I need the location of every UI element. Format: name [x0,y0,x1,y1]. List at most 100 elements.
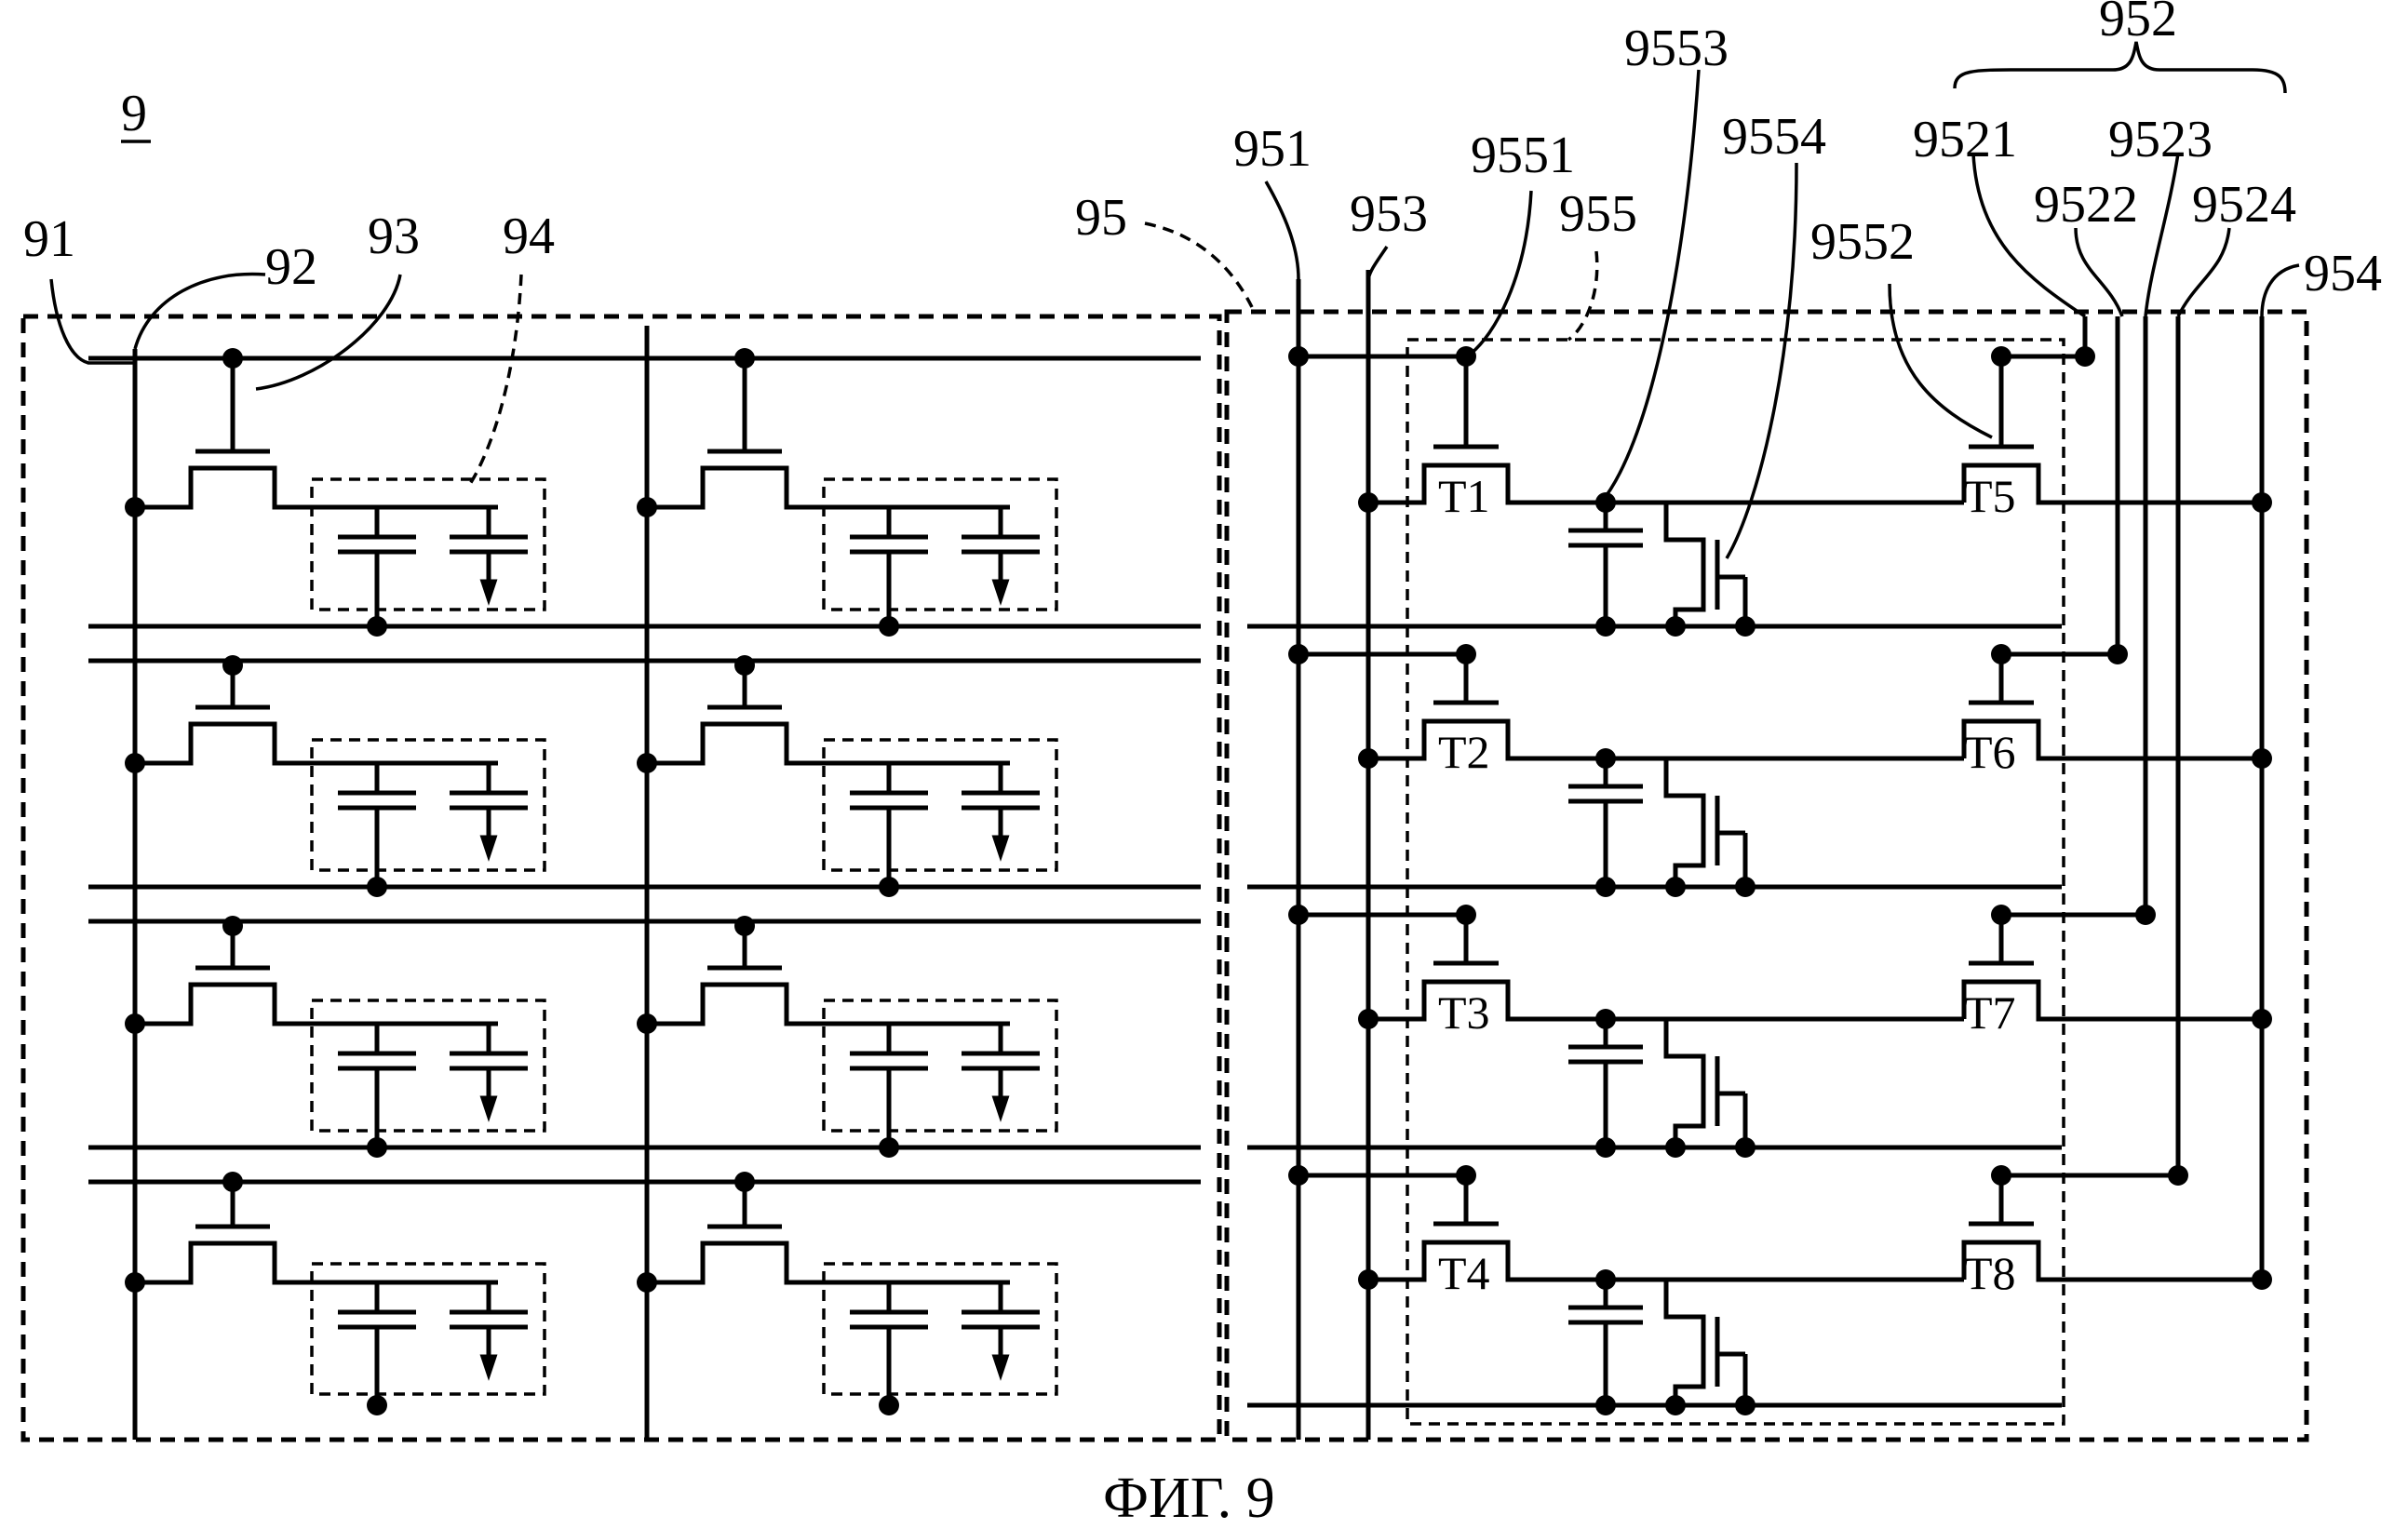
gate-dot [734,655,755,676]
pixel-box [310,1262,546,1396]
storage-dot [879,1395,899,1415]
pixel-array-panel [20,314,1222,1442]
driver-boundary [1224,309,2309,1442]
pixel-cell-r3-c2 [637,916,1058,1158]
pulldown-tft [1606,1016,1706,1147]
label-953: 953 [1350,185,1428,243]
gate-dot [222,1172,243,1192]
label-transistor-left: T4 [1438,1247,1490,1299]
label-954: 954 [2304,245,2382,302]
label-9521: 9521 [1913,111,2017,168]
pixel-cell-r4-c2 [637,1172,1058,1415]
label-transistor-right: T5 [1964,470,2016,522]
label-95: 95 [1075,189,1127,247]
pixel-cell-r2-c1 [125,655,546,897]
label-9523: 9523 [2108,111,2213,168]
source-dot [637,753,657,773]
output-dot [2252,748,2272,769]
pixel-box [822,999,1058,1133]
gate-dot [222,348,243,369]
storage-dot [367,877,387,897]
label-figure-number: 9 [121,85,147,142]
driver-stage-3: T3 T7 [1247,316,2272,1158]
label-9553: 9553 [1624,20,1729,77]
gate-dot [222,916,243,936]
ground-arrow [991,835,1010,862]
left-tft [1368,718,1964,761]
tft-channel [647,721,1010,766]
label-9554: 9554 [1722,108,1826,166]
figure-caption: ФИГ. 9 [1103,1467,1275,1529]
pixel-box [310,738,546,872]
storage-dot [879,1137,899,1158]
junction-dot [1358,492,1379,513]
junction-dot [1358,1269,1379,1290]
tft-channel [135,982,498,1026]
junction-dot [1288,346,1309,367]
pixel-cell-r4-c1 [125,1172,546,1415]
junction-dot [1358,748,1379,769]
ground-arrow [479,1095,498,1122]
tft-channel [135,465,498,510]
ground-arrow [479,1354,498,1381]
junction-dot [1288,905,1309,925]
label-transistor-right: T6 [1964,726,2016,778]
right-tft [1961,718,2262,761]
right-tft [1961,1240,2262,1282]
pulldown-tft [1606,756,1706,887]
ground-arrow [991,1095,1010,1122]
source-dot [637,497,657,517]
label-9551: 9551 [1471,127,1575,184]
label-91: 91 [23,210,75,268]
output-dot [2252,492,2272,513]
pixel-cell-r3-c1 [125,916,546,1158]
ground-arrow [991,579,1010,606]
gate-dot [734,1172,755,1192]
label-93: 93 [368,208,420,265]
left-tft [1368,979,1964,1022]
left-tft [1368,1240,1964,1282]
driver-stage-4: T4 T8 [1247,316,2272,1415]
label-955: 955 [1559,185,1637,243]
reference-labels: 9 91 92 93 94 95 951 953 9551 955 9553 9… [23,0,2382,1529]
pixel-array-boundary [20,314,1222,1442]
storage-dot [367,1137,387,1158]
label-9522: 9522 [2034,176,2138,234]
pixel-cell-r2-c2 [637,655,1058,897]
label-952: 952 [2099,0,2177,47]
source-dot [637,1013,657,1034]
label-transistor-right: T8 [1964,1247,2016,1299]
pixel-box [310,477,546,611]
pixel-box [822,738,1058,872]
right-tft [1961,463,2262,505]
junction-dot [1288,1165,1309,1186]
pixel-box [822,1262,1058,1396]
label-9552: 9552 [1810,213,1915,271]
ground-arrow [479,579,498,606]
gate-dot [734,348,755,369]
ground-arrow [479,835,498,862]
driver-stage-2: T2 T6 [1247,316,2272,897]
label-94: 94 [503,208,555,265]
label-transistor-left: T3 [1438,986,1490,1039]
storage-dot [367,1395,387,1415]
output-dot [2252,1009,2272,1029]
source-dot [125,1013,145,1034]
pixel-box [310,999,546,1133]
driver-subblock-955 [1406,338,2065,1426]
tft-channel [135,721,498,766]
callout-leaders [49,41,2300,559]
source-dot [125,497,145,517]
right-tft [1961,979,2262,1022]
output-dot [2252,1269,2272,1290]
gate-dot [734,916,755,936]
label-transistor-right: T7 [1964,986,2016,1039]
label-92: 92 [265,238,317,296]
label-transistor-left: T2 [1438,726,1490,778]
storage-dot [879,877,899,897]
pixel-cell-r1-c1 [125,348,546,637]
storage-dot [367,616,387,637]
